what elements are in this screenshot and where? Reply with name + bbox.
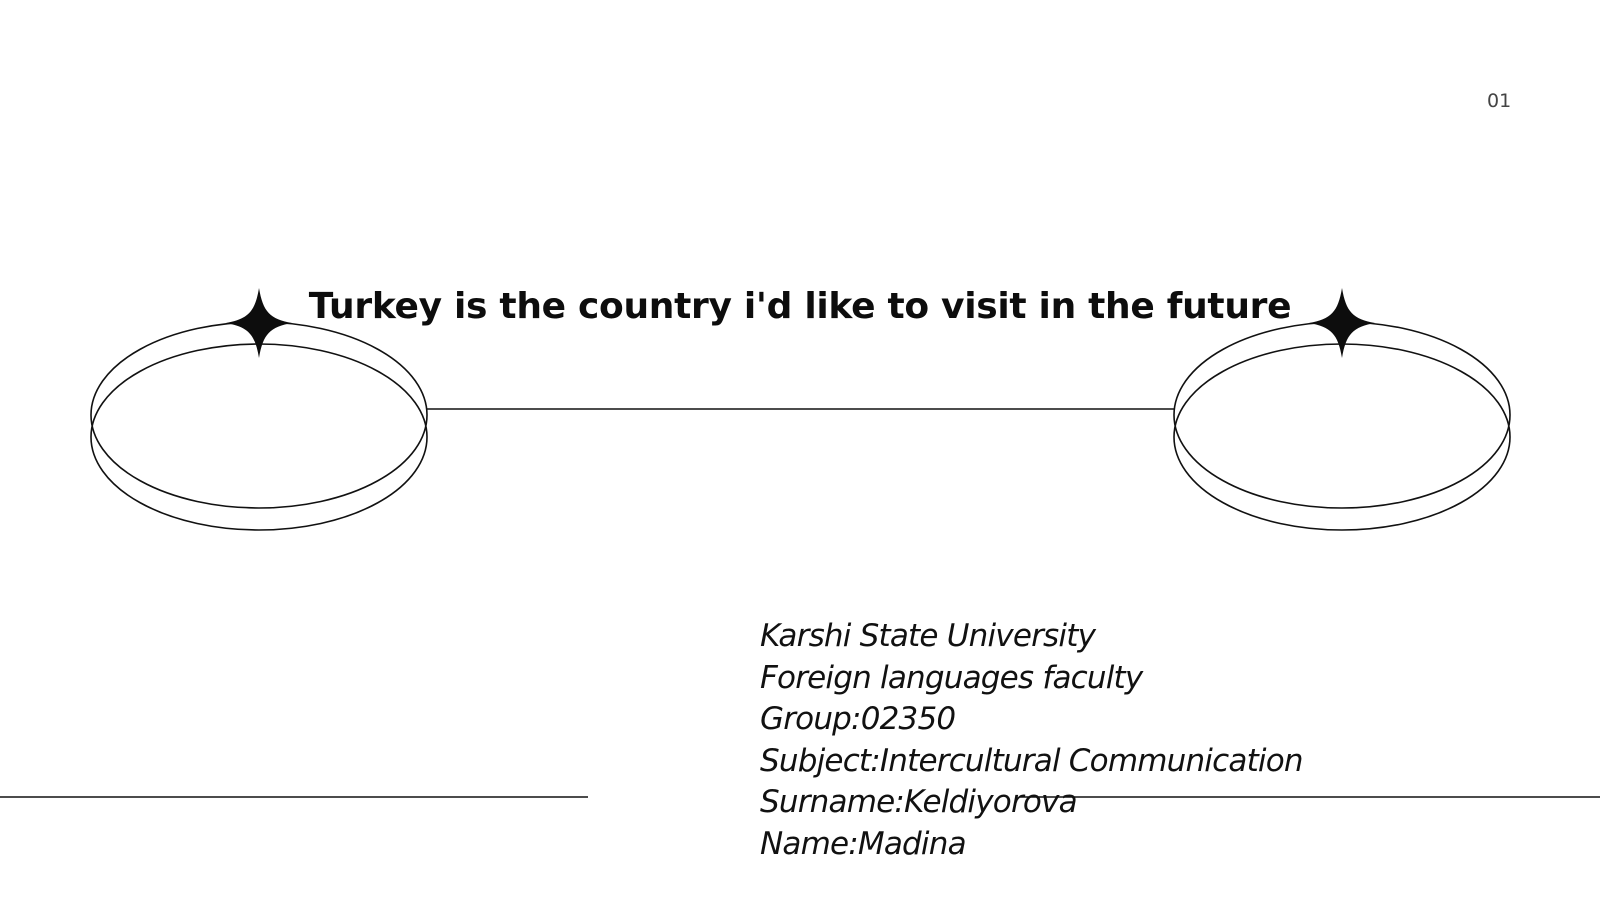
info-subject: Subject:Intercultural Communication (760, 742, 1304, 779)
info-university: Karshi State University (760, 618, 1096, 654)
info-surname: Surname:Keldiyorova (760, 784, 1078, 820)
four-point-star-icon (226, 288, 292, 358)
info-group: Group:02350 (760, 701, 956, 737)
author-info: Karshi State University Foreign language… (760, 616, 1304, 865)
info-faculty: Foreign languages faculty (760, 659, 1143, 696)
slide-number: 01 (1487, 90, 1512, 112)
slide-title: Turkey is the country i'd like to visit … (308, 286, 1292, 327)
four-point-star-icon (1309, 288, 1375, 358)
info-name: Name:Madina (760, 825, 967, 862)
